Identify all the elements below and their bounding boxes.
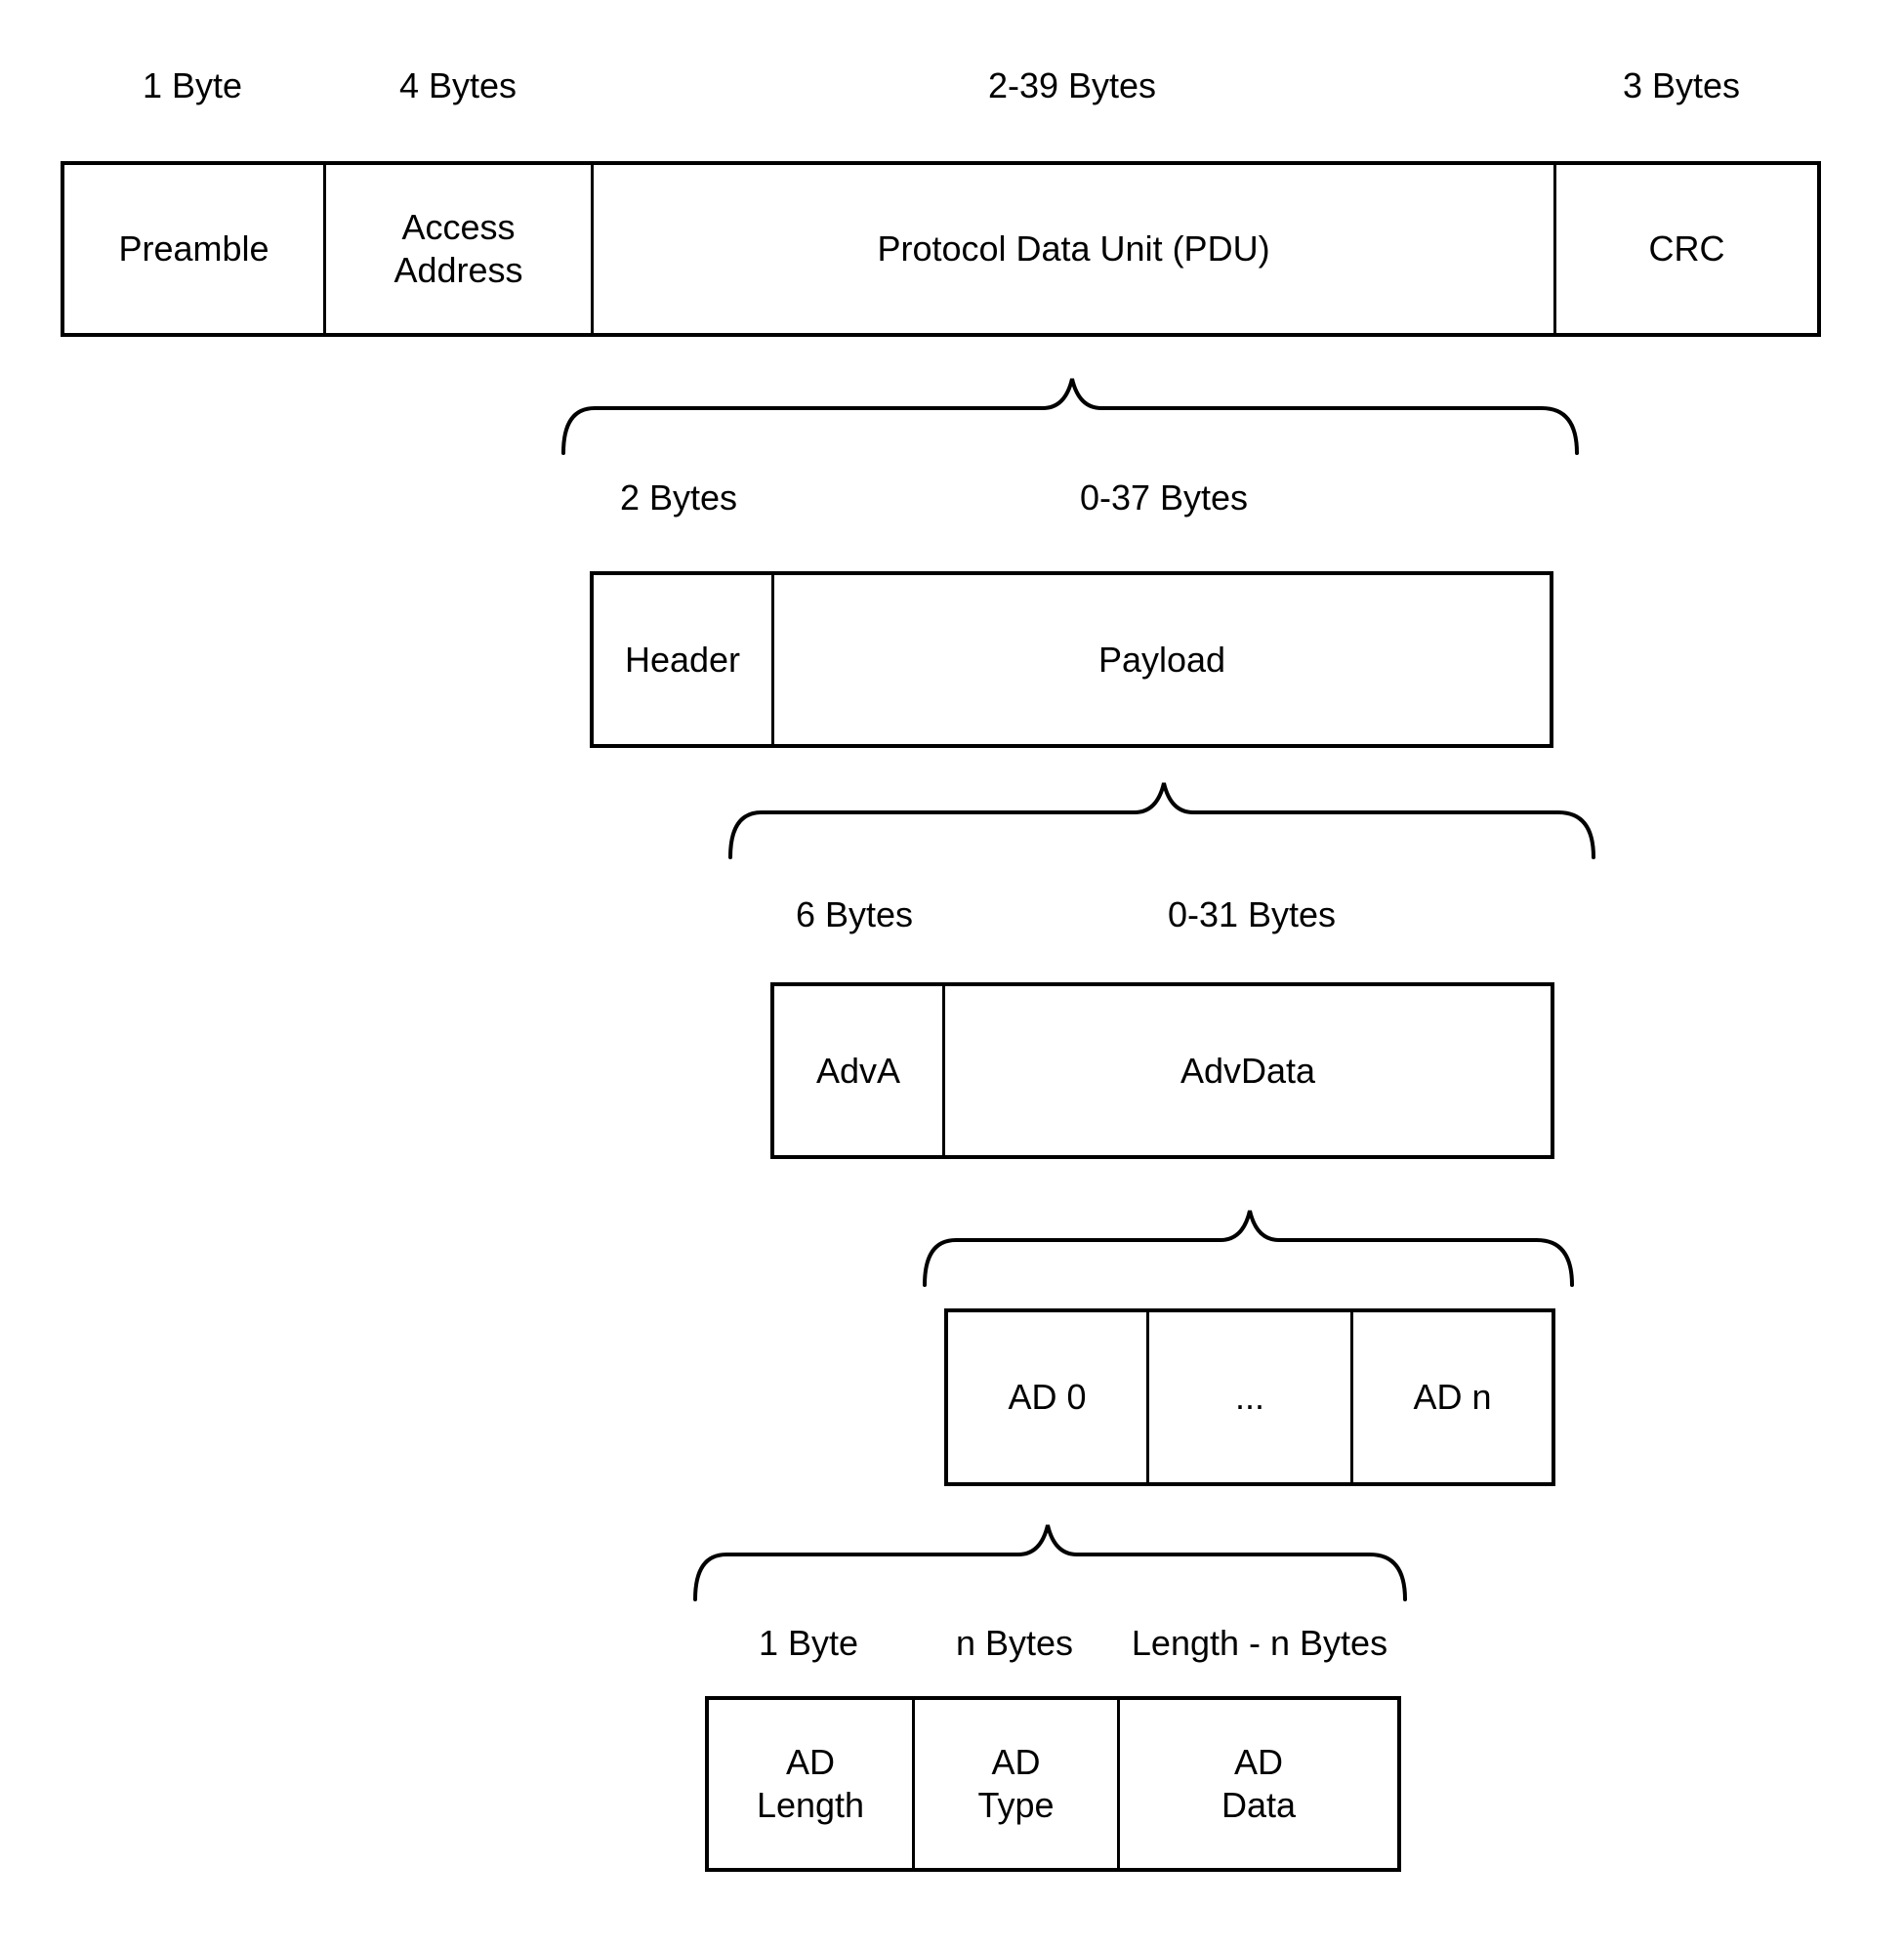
adn-cell: AD n — [1350, 1312, 1552, 1482]
header-cell: Header — [594, 575, 771, 744]
adn-label: AD n — [1413, 1377, 1492, 1417]
advdata-expansion-brace — [923, 1210, 1574, 1287]
access-address-cell: Access Address — [323, 165, 591, 333]
advdata-cell: AdvData — [942, 986, 1551, 1155]
advdata-label: AdvData — [1180, 1050, 1316, 1091]
payload-label: Payload — [1097, 639, 1226, 680]
ad-data-label: AD Data — [1221, 1742, 1297, 1825]
access-address-label: Access Address — [393, 207, 523, 290]
adva-label: AdvA — [815, 1050, 901, 1091]
packet-row: Preamble Access Address Protocol Data Un… — [61, 161, 1821, 337]
pdu-cell: Protocol Data Unit (PDU) — [591, 165, 1553, 333]
pdu-row: Header Payload — [590, 571, 1553, 748]
ad-ellipsis-cell: ... — [1146, 1312, 1350, 1482]
payload-cell: Payload — [771, 575, 1550, 744]
payload-expansion-brace — [728, 782, 1595, 859]
size-label-crc: 3 Bytes — [1622, 65, 1741, 106]
ad0-label: AD 0 — [1008, 1377, 1087, 1417]
payload-detail-row: AdvA AdvData — [770, 982, 1554, 1159]
preamble-label: Preamble — [118, 228, 269, 269]
ad0-expansion-brace — [693, 1524, 1407, 1601]
size-label-advdata: 0-31 Bytes — [1167, 894, 1337, 935]
pdu-expansion-brace — [561, 378, 1579, 455]
crc-cell: CRC — [1553, 165, 1817, 333]
ad-type-cell: AD Type — [912, 1700, 1117, 1868]
crc-label: CRC — [1648, 228, 1725, 269]
size-label-ad-length: 1 Byte — [758, 1623, 859, 1664]
size-label-preamble: 1 Byte — [142, 65, 243, 106]
header-label: Header — [624, 639, 741, 680]
size-label-payload: 0-37 Bytes — [1079, 477, 1249, 518]
ad0-cell: AD 0 — [948, 1312, 1146, 1482]
ad-structure-row: AD Length AD Type AD Data — [705, 1696, 1401, 1872]
preamble-cell: Preamble — [64, 165, 323, 333]
advdata-detail-row: AD 0 ... AD n — [944, 1308, 1555, 1486]
size-label-adva: 6 Bytes — [795, 894, 914, 935]
adva-cell: AdvA — [774, 986, 942, 1155]
size-label-ad-data: Length - n Bytes — [1131, 1623, 1388, 1664]
ad-length-cell: AD Length — [709, 1700, 912, 1868]
size-label-ad-type: n Bytes — [955, 1623, 1074, 1664]
ad-ellipsis-label: ... — [1234, 1377, 1264, 1417]
ad-data-cell: AD Data — [1117, 1700, 1397, 1868]
pdu-label: Protocol Data Unit (PDU) — [877, 228, 1270, 269]
size-label-access-address: 4 Bytes — [398, 65, 517, 106]
size-label-header: 2 Bytes — [619, 477, 738, 518]
size-label-pdu: 2-39 Bytes — [987, 65, 1157, 106]
ad-type-label: AD Type — [977, 1742, 1055, 1825]
ad-length-label: AD Length — [756, 1742, 865, 1825]
